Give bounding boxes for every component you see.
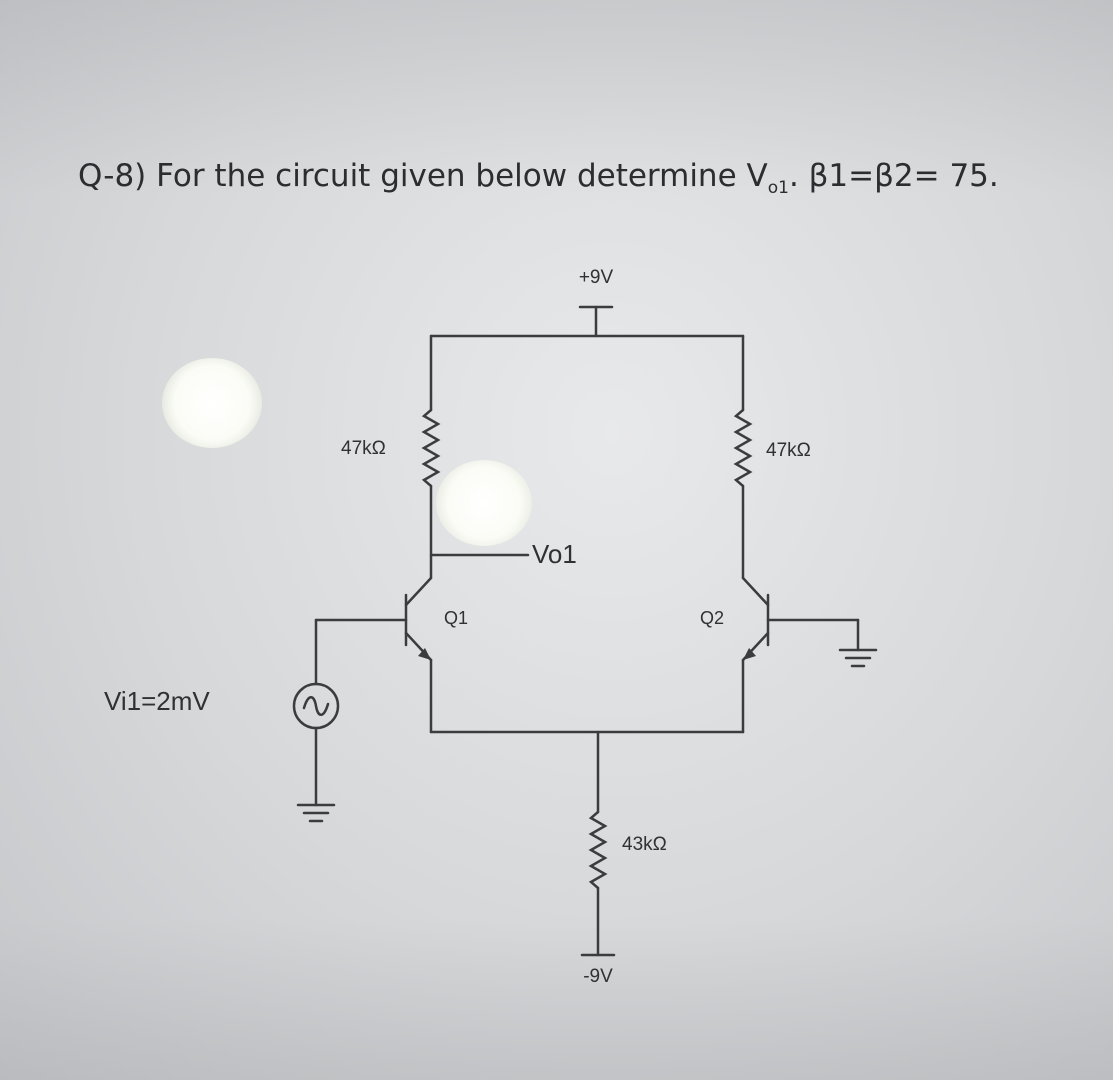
emitter-resistor [588, 810, 608, 890]
flash-glare-center [436, 460, 532, 546]
q1-emitter-arrow [418, 648, 431, 660]
question-text: Q-8) For the circuit given below determi… [78, 158, 999, 198]
vout-subscript: o1 [767, 178, 789, 199]
question-body: For the circuit given below determine V [156, 158, 768, 194]
left-collector-resistor [421, 408, 441, 488]
left-resistor-label: 47kΩ [341, 438, 386, 459]
right-collector-resistor [733, 408, 753, 488]
input-source-label: Vi1=2mV [104, 686, 210, 716]
question-number: Q-8) [78, 158, 147, 194]
q2-collector-lead [741, 576, 770, 607]
q1-collector-lead [404, 576, 433, 607]
q1-label: Q1 [444, 608, 468, 628]
vo1-label: Vo1 [532, 539, 577, 569]
emitter-resistor-label: 43kΩ [622, 834, 667, 855]
q2-emitter-arrow [743, 648, 756, 660]
flash-glare-left [162, 358, 262, 448]
ac-source-sine [302, 696, 330, 716]
q2-label: Q2 [700, 608, 724, 628]
right-resistor-label: 47kΩ [766, 440, 811, 461]
question-betas: . β1=β2= 75. [788, 158, 999, 194]
vee-label: -9V [583, 966, 613, 987]
vcc-label: +9V [579, 267, 614, 288]
